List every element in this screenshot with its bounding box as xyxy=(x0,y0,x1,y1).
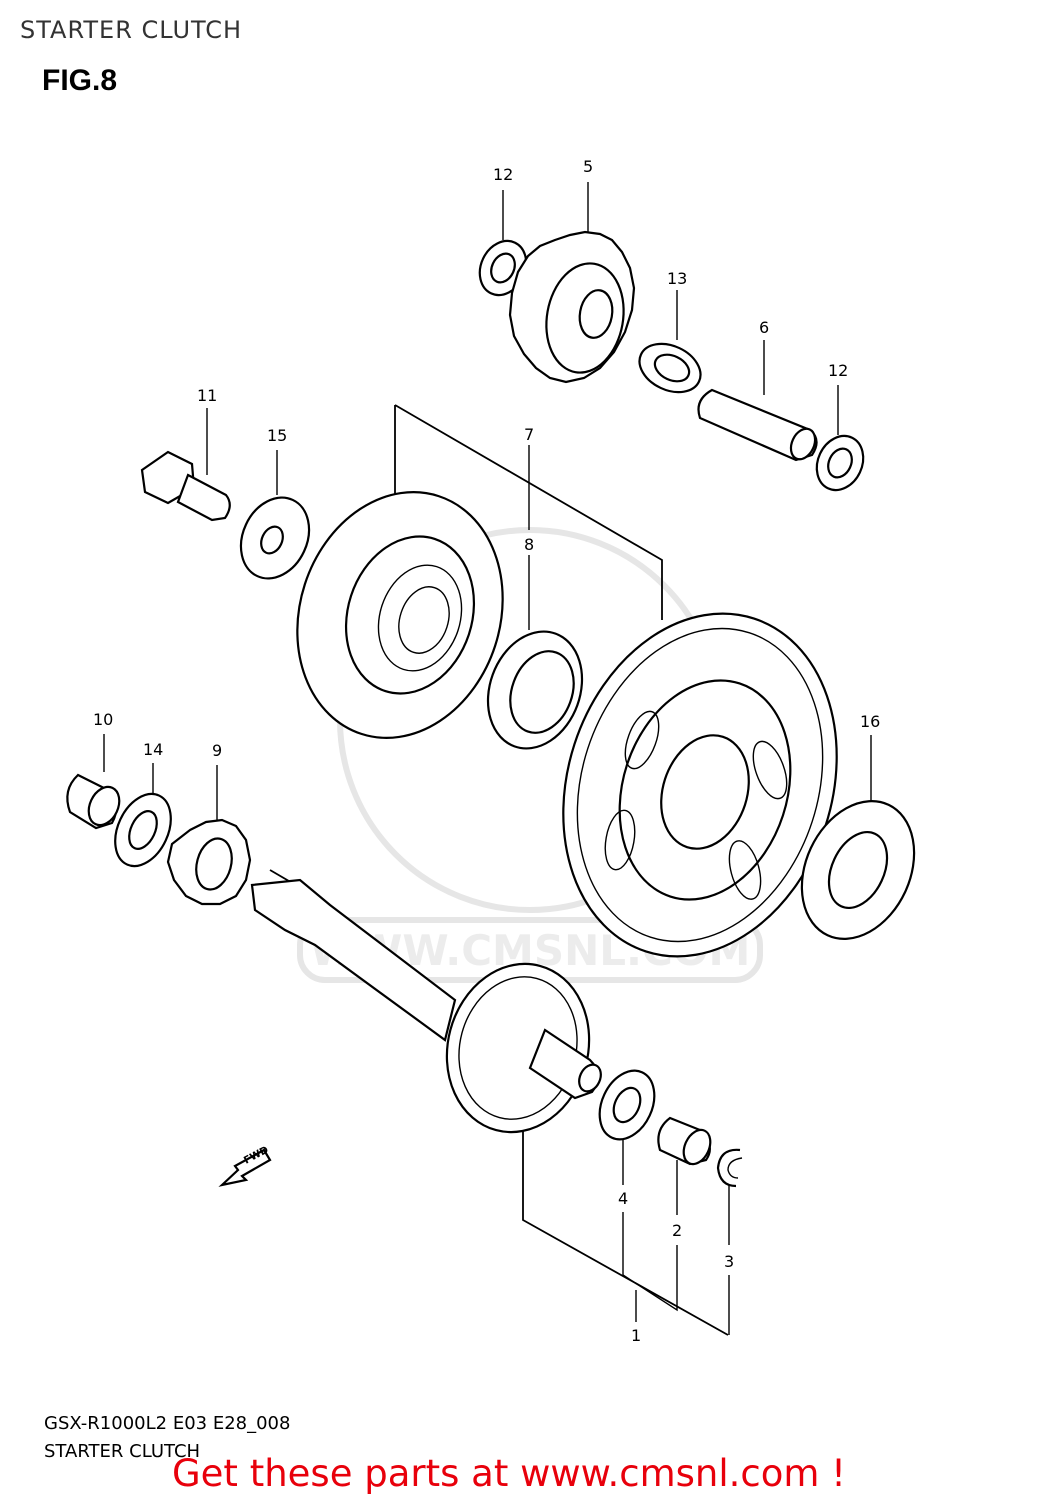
callout-4: 4 xyxy=(618,1189,628,1208)
starter-driven-gear xyxy=(562,612,838,958)
gear-9 xyxy=(166,818,252,906)
bushing-10 xyxy=(66,773,121,830)
bushing-2 xyxy=(657,1116,712,1166)
callout-9: 9 xyxy=(212,741,222,760)
leader-lines xyxy=(103,182,872,1335)
footer-model-code: GSX-R1000L2 E03 E28_008 xyxy=(44,1413,291,1434)
callout-labels: 12 5 13 6 12 11 15 7 8 10 14 9 16 4 2 3 … xyxy=(93,157,880,1345)
callout-8: 8 xyxy=(524,535,534,554)
page-header-title: STARTER CLUTCH xyxy=(20,16,243,44)
callout-3: 3 xyxy=(724,1252,734,1271)
figure-label: FIG.8 xyxy=(42,64,118,97)
callout-10: 10 xyxy=(93,710,113,729)
circlip-3 xyxy=(716,1148,743,1188)
footer-title: STARTER CLUTCH xyxy=(44,1441,201,1462)
washer-14 xyxy=(114,792,172,868)
assembly-lines xyxy=(269,404,729,1336)
clutch-housing-7 xyxy=(296,491,504,739)
needle-bearing-13 xyxy=(638,342,702,394)
washer-15 xyxy=(239,496,311,580)
needle-bearing-8 xyxy=(486,630,584,750)
forward-arrow-icon: FWD xyxy=(218,1145,272,1187)
callout-2: 2 xyxy=(672,1221,682,1240)
bolt-11 xyxy=(140,450,231,522)
callout-13: 13 xyxy=(667,269,687,288)
callout-7: 7 xyxy=(524,425,534,444)
callout-16: 16 xyxy=(860,712,880,731)
callout-5: 5 xyxy=(583,157,593,176)
washer-16 xyxy=(800,800,916,940)
washer-4 xyxy=(598,1069,656,1141)
idler-gear-5 xyxy=(508,230,636,384)
get-parts-link[interactable]: Get these parts at www.cmsnl.com ! xyxy=(172,1452,847,1495)
callout-14: 14 xyxy=(143,740,163,759)
shaft-6 xyxy=(697,388,818,462)
callout-12-top: 12 xyxy=(493,165,513,184)
starter-clutch-shaft-1 xyxy=(250,878,602,1134)
callout-11: 11 xyxy=(197,386,217,405)
callout-1: 1 xyxy=(631,1326,641,1345)
callout-12-right: 12 xyxy=(828,361,848,380)
callout-6: 6 xyxy=(759,318,769,337)
washer-12-right xyxy=(815,434,865,492)
callout-15: 15 xyxy=(267,426,287,445)
